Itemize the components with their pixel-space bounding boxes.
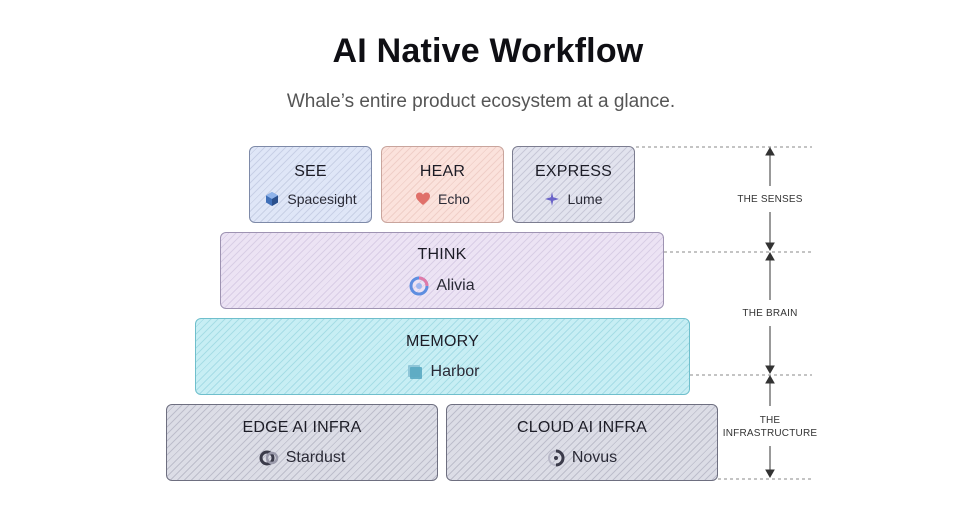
stack-icon xyxy=(406,363,424,381)
block-edge-label: EDGE AI INFRA xyxy=(242,418,362,436)
block-see-label: SEE xyxy=(294,162,327,180)
layer-label-infra-line2: INFRASTRUCTURE xyxy=(722,428,818,439)
block-see: SEE Spacesight xyxy=(249,146,372,223)
block-memory-label: MEMORY xyxy=(406,332,479,350)
product-name-lume: Lume xyxy=(567,190,603,207)
block-edge-product: Stardust xyxy=(259,448,346,467)
product-name-novus: Novus xyxy=(571,448,618,466)
block-express: EXPRESS Lume xyxy=(512,146,635,223)
block-memory: MEMORY Harbor xyxy=(195,318,690,395)
block-express-product: Lume xyxy=(544,190,603,207)
block-express-label: EXPRESS xyxy=(535,162,612,180)
layer-label-infrastructure: THE INFRASTRUCTURE xyxy=(716,414,824,440)
layer-label-senses: THE SENSES xyxy=(737,194,803,205)
swirl-icon xyxy=(409,276,429,296)
layer-label-brain: THE BRAIN xyxy=(742,308,798,319)
page-subtitle: Whale’s entire product ecosystem at a gl… xyxy=(286,91,676,112)
product-name-harbor: Harbor xyxy=(430,362,480,380)
block-memory-product: Harbor xyxy=(406,362,480,381)
layer-label-infra-line1: THE xyxy=(759,415,781,426)
block-hear: HEAR Echo xyxy=(381,146,504,223)
block-cloud-ai-infra: CLOUD AI INFRA Novus xyxy=(446,404,718,481)
block-think-label: THINK xyxy=(417,245,467,263)
block-think: THINK Alivia xyxy=(220,232,664,309)
heart-icon xyxy=(415,191,431,207)
page-title: AI Native Workflow xyxy=(332,32,644,70)
orbit-icon xyxy=(547,449,565,467)
block-think-product: Alivia xyxy=(409,276,475,296)
product-name-spacesight: Spacesight xyxy=(287,190,357,207)
product-name-alivia: Alivia xyxy=(436,276,475,294)
ring-icon xyxy=(259,449,279,467)
product-name-stardust: Stardust xyxy=(285,448,346,466)
block-cloud-product: Novus xyxy=(547,449,617,467)
cube-icon xyxy=(264,191,280,207)
block-hear-product: Echo xyxy=(415,191,470,207)
block-edge-ai-infra: EDGE AI INFRA Stardust xyxy=(166,404,438,481)
block-cloud-label: CLOUD AI INFRA xyxy=(517,418,647,436)
block-see-product: Spacesight xyxy=(264,190,357,207)
spark-icon xyxy=(544,191,560,207)
block-hear-label: HEAR xyxy=(419,162,466,180)
product-name-echo: Echo xyxy=(438,190,470,207)
